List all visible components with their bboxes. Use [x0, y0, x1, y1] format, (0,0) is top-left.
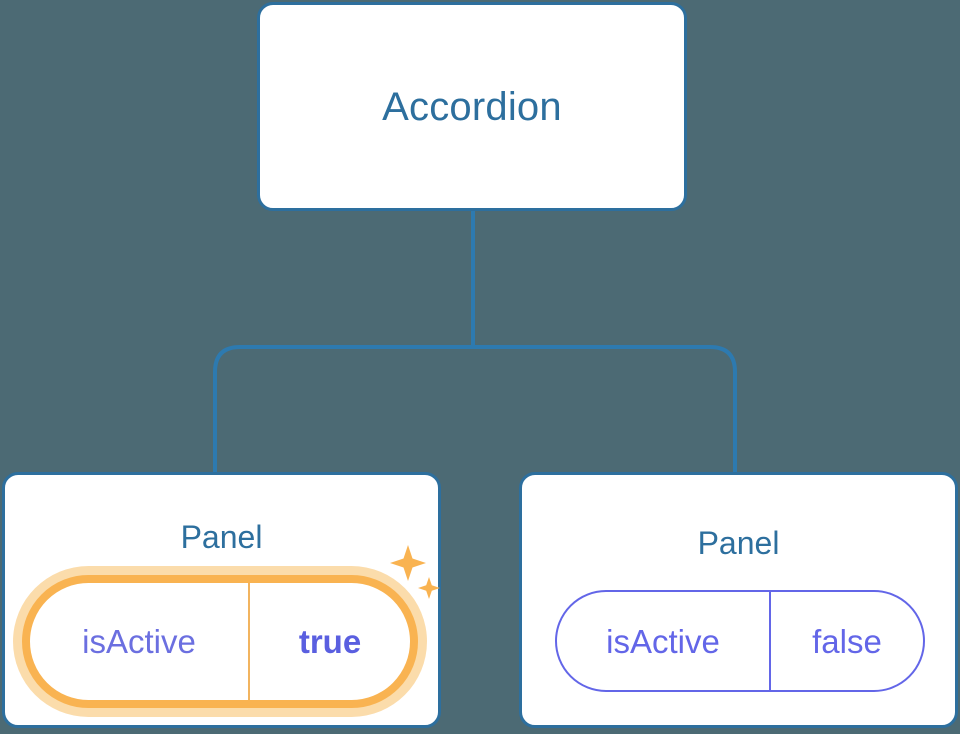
prop-pill-is-active-true[interactable]: isActive true: [22, 575, 418, 708]
prop-value-label: true: [298, 623, 362, 660]
node-title-accordion: Accordion: [382, 84, 562, 129]
node-accordion[interactable]: Accordion: [257, 2, 687, 211]
node-title-panel-1: Panel: [697, 525, 780, 561]
prop-value-label: false: [812, 622, 882, 660]
node-title-panel-0: Panel: [180, 519, 263, 555]
prop-key-label: isActive: [557, 592, 771, 690]
prop-key-label: isActive: [30, 583, 250, 700]
connector-bus: [213, 345, 737, 472]
prop-pill-is-active-false[interactable]: isActive false: [555, 590, 925, 692]
